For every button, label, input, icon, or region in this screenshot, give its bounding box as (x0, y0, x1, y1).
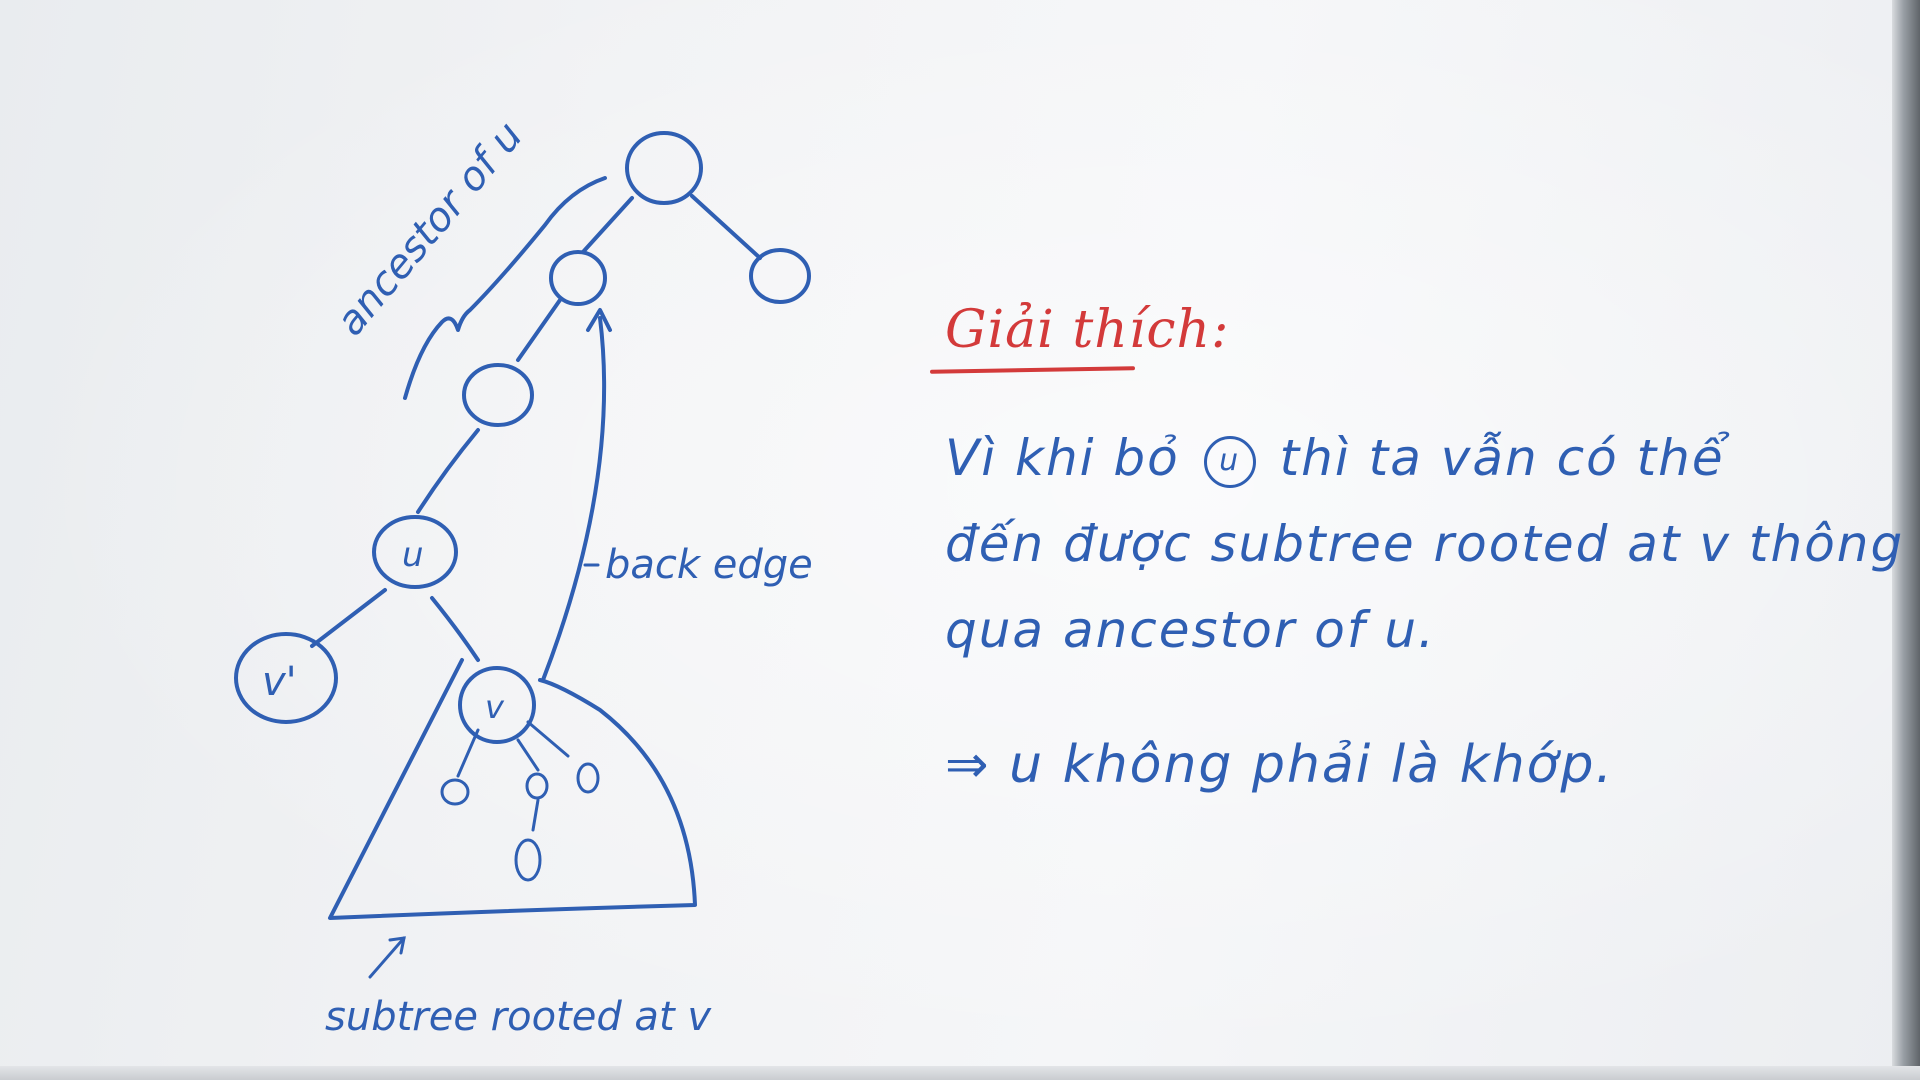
node-a1 (549, 250, 607, 306)
subtree-pointer-arrowhead (388, 936, 406, 955)
edge-v-c1 (456, 728, 480, 778)
line1-before: Vì khi bỏ (945, 429, 1180, 487)
explanation-line-2: đến được subtree rooted at v thông (945, 515, 1905, 573)
label-ancestor-of-u: ancestor of u (327, 113, 531, 344)
edge-root-right (690, 194, 762, 260)
back-edge-arrowhead (586, 308, 612, 332)
node-v-label: v (485, 688, 505, 726)
node-root-right (749, 248, 811, 304)
conclusion-text: ⇒ u không phải là khớp. (945, 735, 1615, 795)
edge-c2-c3 (531, 798, 540, 832)
paper-right-edge (1892, 0, 1920, 1080)
subtree-triangle (328, 658, 697, 920)
paper-bottom-edge (0, 1066, 1920, 1080)
edge-v-c4 (526, 720, 570, 758)
ancestor-brace (403, 176, 607, 400)
edge-u-v (430, 596, 480, 662)
node-c2 (525, 772, 549, 800)
node-v (458, 666, 536, 744)
subtree-pointer-arrow (368, 936, 406, 979)
note-title: Giải thích: (945, 300, 1230, 360)
label-back-edge: back edge (605, 542, 813, 588)
line1-after: thì ta vẫn có thể (1279, 429, 1725, 487)
circled-u: u (1203, 435, 1256, 488)
back-edge-arrow (541, 316, 607, 682)
node-u-label: u (402, 535, 424, 575)
label-subtree-rooted-at-v: subtree rooted at v (325, 994, 712, 1040)
explanation-line-1: Vì khi bỏ u thì ta vẫn có thể (945, 415, 1865, 501)
node-a2 (462, 363, 534, 427)
node-v-prime-label: v' (262, 659, 297, 705)
node-c4 (576, 762, 600, 794)
edge-u-vprime (310, 588, 387, 648)
edge-root-a1 (581, 196, 634, 254)
edge-a1-a2 (516, 298, 562, 362)
node-u (372, 515, 458, 589)
edge-v-c2 (516, 738, 540, 772)
explanation-line-3: qua ancestor of u. (945, 601, 1436, 659)
explanation-text: Vì khi bỏ u thì ta vẫn có thể đến được s… (945, 415, 1905, 673)
edge-a2-u (416, 428, 480, 514)
node-root (625, 131, 703, 205)
node-c1 (440, 778, 470, 806)
node-v-prime (234, 632, 338, 724)
node-c3 (514, 838, 542, 882)
